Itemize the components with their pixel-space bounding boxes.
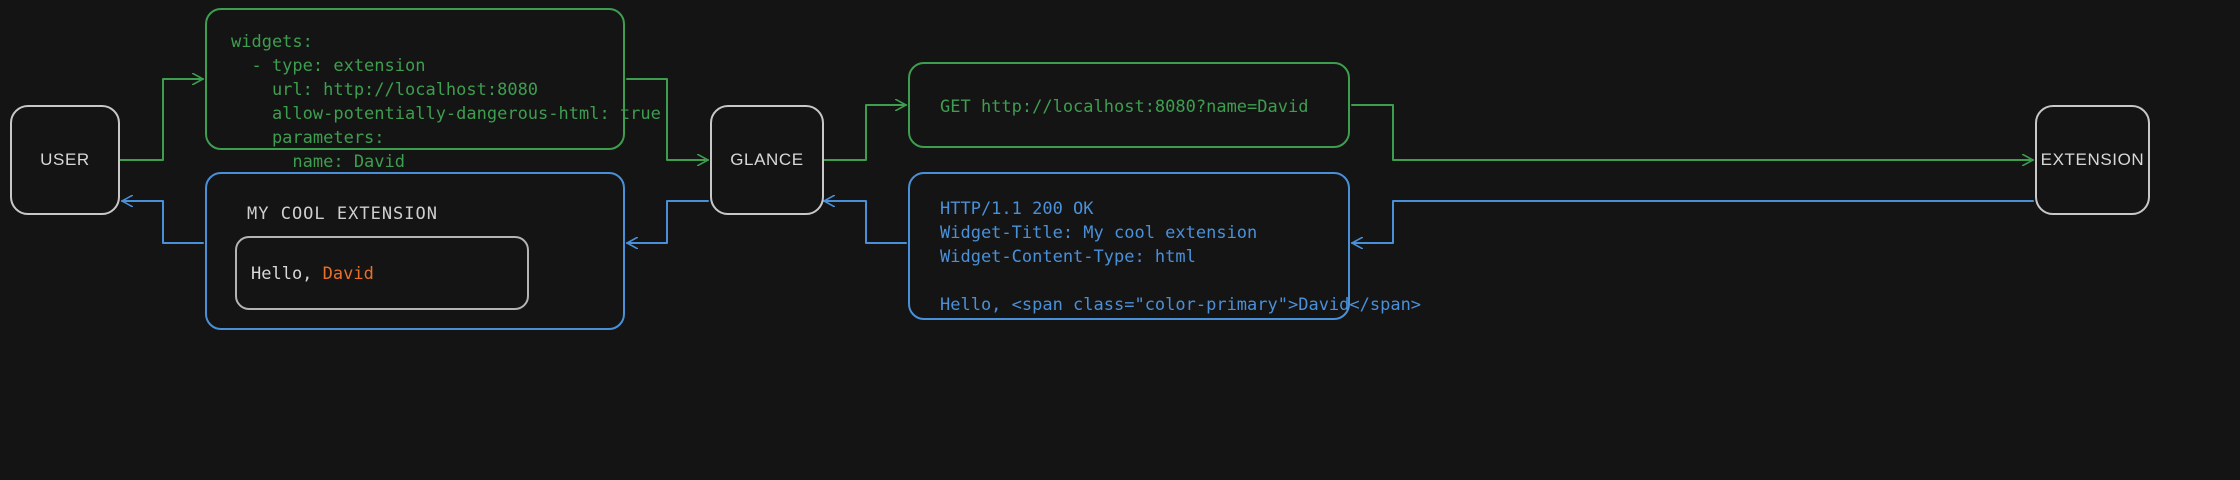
edge-widget-to-user <box>121 201 204 244</box>
message-box-http-request[interactable]: GET http://localhost:8080?name=David <box>908 62 1350 148</box>
actor-node-glance[interactable]: GLANCE <box>710 105 824 215</box>
http-request-code: GET http://localhost:8080?name=David <box>940 97 1309 117</box>
edge-glance-to-request <box>823 105 907 161</box>
rendered-widget-greeting: Hello, <box>251 264 323 284</box>
edge-glance-to-widget <box>626 200 709 243</box>
edge-extension-to-response <box>1351 200 2034 243</box>
actor-label-user: USER <box>40 150 90 169</box>
rendered-widget-name: David <box>322 264 374 284</box>
rendered-widget-body: Hello, David <box>251 264 374 284</box>
actor-label-extension: EXTENSION <box>2040 150 2145 169</box>
message-box-http-response[interactable]: HTTP/1.1 200 OK Widget-Title: My cool ex… <box>908 172 1421 320</box>
rendered-widget-title: MY COOL EXTENSION <box>247 204 438 224</box>
message-box-config-yaml[interactable]: widgets: - type: extension url: http://l… <box>205 8 661 172</box>
actor-label-glance: GLANCE <box>730 150 804 169</box>
actor-node-user[interactable]: USER <box>10 105 120 215</box>
message-box-rendered-widget[interactable]: MY COOL EXTENSION Hello, David <box>205 172 625 330</box>
config-yaml-code: widgets: - type: extension url: http://l… <box>231 32 661 172</box>
http-response-code: HTTP/1.1 200 OK Widget-Title: My cool ex… <box>940 199 1422 315</box>
edge-user-to-config <box>119 79 204 161</box>
rendered-widget-frame: Hello, David <box>235 236 529 310</box>
edge-request-to-extension <box>1351 104 2034 160</box>
edge-response-to-glance <box>823 201 907 244</box>
actor-node-extension[interactable]: EXTENSION <box>2035 105 2150 215</box>
